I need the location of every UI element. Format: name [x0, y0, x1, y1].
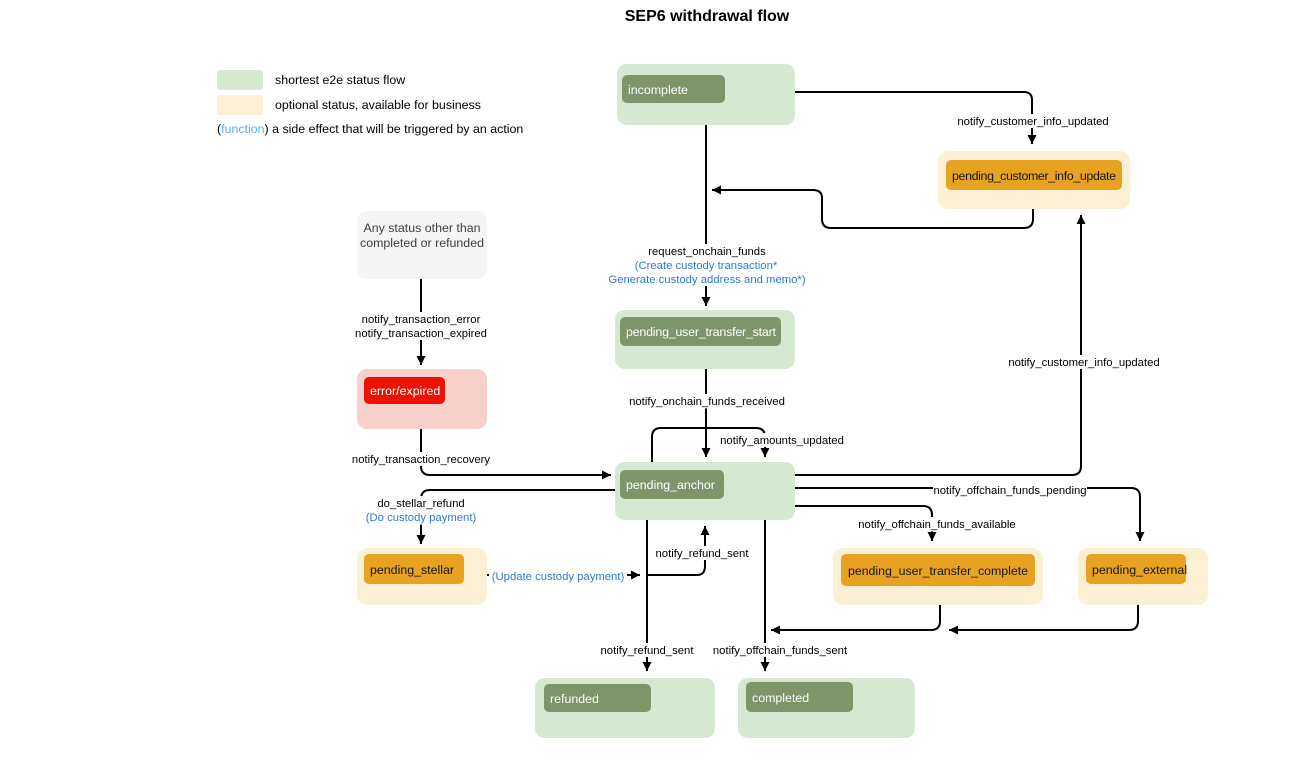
- edge-label-notify-onchain-funds-received: notify_onchain_funds_received: [629, 396, 785, 408]
- node-pending-external-badge: [1086, 554, 1186, 584]
- node-pending-stellar-label: pending_stellar: [370, 563, 454, 577]
- node-pending-user-transfer-complete: pending_user_transfer_complete: [833, 548, 1043, 605]
- legend-fn-open: (: [217, 122, 222, 136]
- node-pending-customer-info-update-label: pending_customer_info_update: [952, 169, 1116, 183]
- node-pending-anchor-badge: [620, 470, 724, 499]
- node-completed: completed: [738, 678, 915, 738]
- edge-label-do-stellar-refund-fn: (Do custody payment): [366, 512, 477, 524]
- label-bg: [860, 517, 1014, 531]
- label-bg: [1007, 355, 1161, 369]
- node-any-status-line2: completed or refunded: [360, 236, 484, 250]
- edge-label-notify-offchain-funds-pending: notify_offchain_funds_pending: [933, 485, 1086, 497]
- legend: shortest e2e status flow optional status…: [217, 70, 523, 136]
- node-pending-user-transfer-start-label: pending_user_transfer_start: [626, 325, 777, 339]
- edge-label-notify-offchain-funds-sent: notify_offchain_funds_sent: [713, 645, 848, 657]
- node-pending-user-transfer-complete-label: pending_user_transfer_complete: [848, 564, 1028, 578]
- label-bg: [719, 433, 845, 447]
- label-bg: [933, 483, 1087, 497]
- label-bg: [489, 569, 627, 583]
- node-any-status: Any status other than completed or refun…: [357, 211, 487, 279]
- edge-label-notify-customer-info-updated-top: notify_customer_info_updated: [957, 116, 1108, 128]
- edge-label-notify-transaction-error: notify_transaction_error: [362, 314, 481, 326]
- edge-label-notify-amounts-updated: notify_amounts_updated: [720, 435, 844, 447]
- edge-label-backgrounds: [348, 114, 1161, 657]
- edge-label-notify-transaction-recovery: notify_transaction_recovery: [352, 454, 490, 466]
- node-completed-label: completed: [752, 691, 809, 705]
- edge-error-expired-to-pending-anchor-recovery: [420, 429, 611, 480]
- node-pending-anchor-label: pending_anchor: [626, 478, 715, 492]
- node-incomplete-label: incomplete: [628, 83, 688, 97]
- node-refunded-badge: [544, 684, 651, 712]
- edge-pending-anchor-to-pending-external: [795, 487, 1145, 541]
- edge-label-notify-transaction-expired: notify_transaction_expired: [355, 328, 487, 340]
- label-bg: [713, 643, 847, 657]
- label-bg: [955, 114, 1111, 128]
- edge-label-notify-refund-sent-to-anchor: notify_refund_sent: [656, 548, 750, 560]
- edge-label-notify-refund-sent-to-refunded: notify_refund_sent: [601, 645, 695, 657]
- node-error-expired-label: error/expired: [370, 384, 440, 398]
- page-title: SEP6 withdrawal flow: [625, 8, 790, 25]
- edge-pending-anchor-to-pending-customer-info-update: [795, 215, 1086, 476]
- edge-label-request-onchain-funds: request_onchain_funds: [648, 246, 766, 258]
- label-bg: [348, 496, 494, 524]
- edge-label-notify-offchain-funds-available: notify_offchain_funds_available: [858, 519, 1015, 531]
- edge-pending-anchor-to-pending-user-transfer-complete: [795, 505, 937, 541]
- legend-green-label: shortest e2e status flow: [275, 73, 405, 87]
- edge-pending-external-to-completed-line: [949, 605, 1139, 635]
- legend-green-swatch: [217, 70, 263, 90]
- edge-label-update-custody-payment: (Update custody payment): [492, 571, 625, 583]
- node-refunded: refunded: [535, 678, 715, 738]
- legend-yellow-label: optional status, available for business: [275, 98, 481, 112]
- node-any-status-bg: [357, 211, 487, 279]
- node-pending-user-transfer-start-badge: [620, 317, 781, 346]
- node-pending-stellar: pending_stellar: [357, 548, 487, 605]
- edge-label-request-onchain-funds-fn2: Generate custody address and memo*): [608, 274, 805, 286]
- node-any-status-line1: Any status other than: [363, 221, 480, 235]
- node-pending-customer-info-update-badge: [946, 160, 1122, 190]
- node-pending-user-transfer-start: pending_user_transfer_start: [615, 310, 795, 369]
- label-bg: [598, 643, 696, 657]
- edge-label-notify-customer-info-updated-right: notify_customer_info_updated: [1008, 357, 1159, 369]
- edge-labels: notify_customer_info_updated request_onc…: [351, 115, 1161, 659]
- label-bg: [351, 452, 491, 466]
- node-error-expired-badge: [364, 377, 445, 404]
- label-bg: [627, 394, 787, 408]
- node-error-expired: error/expired: [357, 369, 487, 429]
- edge-incomplete-to-pending-customer-info-update: [795, 91, 1037, 144]
- legend-yellow-swatch: [217, 95, 263, 115]
- node-pending-external-label: pending_external: [1092, 563, 1187, 577]
- node-incomplete: incomplete: [617, 64, 795, 125]
- label-bg: [653, 546, 751, 560]
- legend-fn-word: function: [221, 122, 265, 136]
- node-pending-external: pending_external: [1078, 548, 1208, 605]
- legend-function-label: (function) a side effect that will be tr…: [217, 122, 523, 136]
- node-pending-user-transfer-complete-badge: [841, 554, 1035, 586]
- label-bg: [610, 244, 806, 286]
- node-pending-customer-info-update: pending_customer_info_update: [938, 151, 1130, 209]
- edge-pending-customer-info-update-return: [712, 185, 1034, 229]
- node-incomplete-badge: [622, 75, 725, 103]
- legend-fn-rest: ) a side effect that will be triggered b…: [265, 122, 524, 136]
- node-completed-badge: [746, 682, 853, 712]
- edge-label-do-stellar-refund: do_stellar_refund: [377, 498, 464, 510]
- node-refunded-label: refunded: [550, 692, 599, 706]
- edge-label-request-onchain-funds-fn1: (Create custody transaction*: [635, 260, 778, 272]
- label-bg: [353, 312, 489, 340]
- edge-refund-sent-to-pending-anchor: [647, 526, 710, 576]
- node-pending-anchor: pending_anchor: [615, 462, 795, 520]
- node-pending-stellar-badge: [364, 554, 464, 584]
- edge-pending-user-transfer-complete-to-completed-line: [771, 605, 941, 635]
